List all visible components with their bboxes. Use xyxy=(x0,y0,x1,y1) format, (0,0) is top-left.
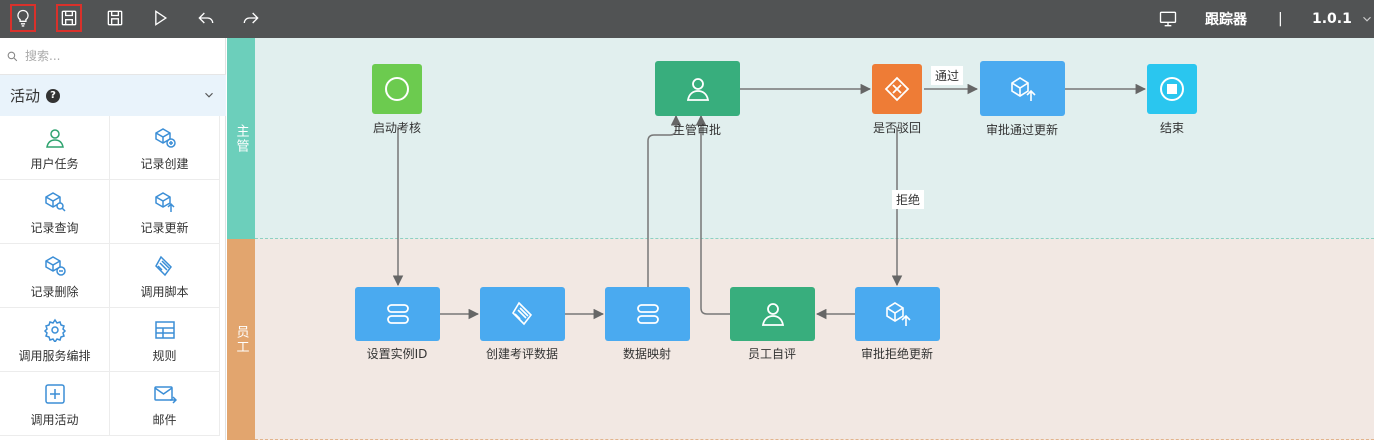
node-label: 是否驳回 xyxy=(872,121,922,135)
lane-label: 员工 xyxy=(227,239,255,440)
node-end[interactable] xyxy=(1147,64,1197,114)
lightbulb-icon[interactable] xyxy=(10,4,36,32)
server-icon xyxy=(636,304,659,324)
activity-rules[interactable]: 规则 xyxy=(110,308,220,372)
edge-label-reject: 拒绝 xyxy=(892,190,925,209)
monitor-icon[interactable] xyxy=(1158,0,1178,38)
run-icon[interactable] xyxy=(147,4,173,32)
cube-search-icon xyxy=(44,192,66,212)
node-start[interactable] xyxy=(372,64,422,114)
cube-upload-icon xyxy=(885,302,911,326)
activity-call-activity[interactable]: 调用活动 xyxy=(0,372,110,436)
table-icon xyxy=(154,321,175,339)
chevron-down-icon[interactable] xyxy=(202,88,216,102)
toolbar-separator: | xyxy=(1278,11,1283,27)
version-select[interactable]: 1.0.1 xyxy=(1312,0,1374,38)
user-icon xyxy=(45,129,64,148)
activity-record-update[interactable]: 记录更新 xyxy=(110,180,220,244)
edge-mapping-to-manager xyxy=(647,114,682,287)
activity-label: 规则 xyxy=(152,349,177,363)
connector-layer xyxy=(392,83,1147,320)
section-header-activities[interactable]: 活动 ? xyxy=(0,75,226,116)
node-label: 员工自评 xyxy=(747,347,797,361)
gateway-icon xyxy=(884,76,910,102)
undo-icon[interactable] xyxy=(193,4,219,32)
activity-sidebar: 活动 ? 用户任务 记录创建 记录查询 记录更新 记录删除 调用脚本 xyxy=(0,38,226,440)
activity-record-delete[interactable]: 记录删除 xyxy=(0,244,110,308)
node-label: 主管审批 xyxy=(672,123,722,137)
activity-record-create[interactable]: 记录创建 xyxy=(110,116,220,180)
activity-label: 记录查询 xyxy=(30,221,79,235)
script-icon xyxy=(511,301,532,326)
redo-icon[interactable] xyxy=(238,4,264,32)
cube-remove-icon xyxy=(44,256,66,276)
edge-self-review-to-manager xyxy=(695,114,730,315)
node-label: 数据映射 xyxy=(622,347,672,361)
activity-call-script[interactable]: 调用脚本 xyxy=(110,244,220,308)
node-label: 审批拒绝更新 xyxy=(860,347,934,361)
user-icon xyxy=(761,303,784,326)
node-label: 启动考核 xyxy=(372,121,422,135)
save-icon[interactable] xyxy=(56,4,82,32)
search-bar xyxy=(0,38,226,75)
plus-box-icon xyxy=(44,384,65,404)
node-set-instance[interactable] xyxy=(355,287,440,341)
search-icon xyxy=(7,51,18,61)
cube-add-icon xyxy=(154,128,176,148)
node-label: 结束 xyxy=(1159,121,1185,135)
node-approve-update[interactable] xyxy=(980,61,1065,116)
top-toolbar: 跟踪器 | 1.0.1 xyxy=(0,0,1374,38)
search-input[interactable] xyxy=(25,49,215,63)
section-title: 活动 xyxy=(10,87,41,105)
gear-icon xyxy=(43,318,66,342)
activity-mail[interactable]: 邮件 xyxy=(110,372,220,436)
activity-label: 记录创建 xyxy=(140,157,189,171)
edge-label-pass: 通过 xyxy=(931,66,964,85)
chevron-down-icon xyxy=(1362,16,1371,22)
node-reject-update[interactable] xyxy=(855,287,940,341)
stop-icon xyxy=(1160,77,1184,101)
script-icon xyxy=(154,255,172,277)
mail-icon xyxy=(153,386,177,404)
cube-upload-icon xyxy=(154,192,175,212)
tracker-label[interactable]: 跟踪器 xyxy=(1205,12,1247,28)
save-as-icon[interactable] xyxy=(102,4,128,32)
activity-label: 调用脚本 xyxy=(140,285,189,299)
node-label: 设置实例ID xyxy=(366,347,428,361)
circle-start-icon xyxy=(385,77,409,101)
node-manager-approve[interactable] xyxy=(655,61,740,116)
node-create-data[interactable] xyxy=(480,287,565,341)
node-label: 创建考评数据 xyxy=(485,347,559,361)
activity-label: 邮件 xyxy=(152,413,177,427)
version-value: 1.0.1 xyxy=(1312,11,1352,27)
process-canvas[interactable]: 主管 员工 xyxy=(227,38,1374,440)
activity-label: 记录更新 xyxy=(140,221,189,235)
activity-label: 调用服务编排 xyxy=(18,349,91,363)
node-reject-gateway[interactable] xyxy=(872,64,922,114)
help-icon[interactable]: ? xyxy=(46,88,61,103)
cube-upload-icon xyxy=(1010,76,1036,101)
activity-label: 记录删除 xyxy=(30,285,79,299)
activity-call-service[interactable]: 调用服务编排 xyxy=(0,308,110,372)
lane-label: 主管 xyxy=(227,38,255,239)
node-data-mapping[interactable] xyxy=(605,287,690,341)
activity-label: 调用活动 xyxy=(30,413,79,427)
user-icon xyxy=(686,77,709,101)
activity-user-task[interactable]: 用户任务 xyxy=(0,116,110,180)
node-label: 审批通过更新 xyxy=(985,123,1059,137)
activity-label: 用户任务 xyxy=(30,157,79,171)
activity-record-query[interactable]: 记录查询 xyxy=(0,180,110,244)
server-icon xyxy=(386,304,409,324)
node-self-review[interactable] xyxy=(730,287,815,341)
